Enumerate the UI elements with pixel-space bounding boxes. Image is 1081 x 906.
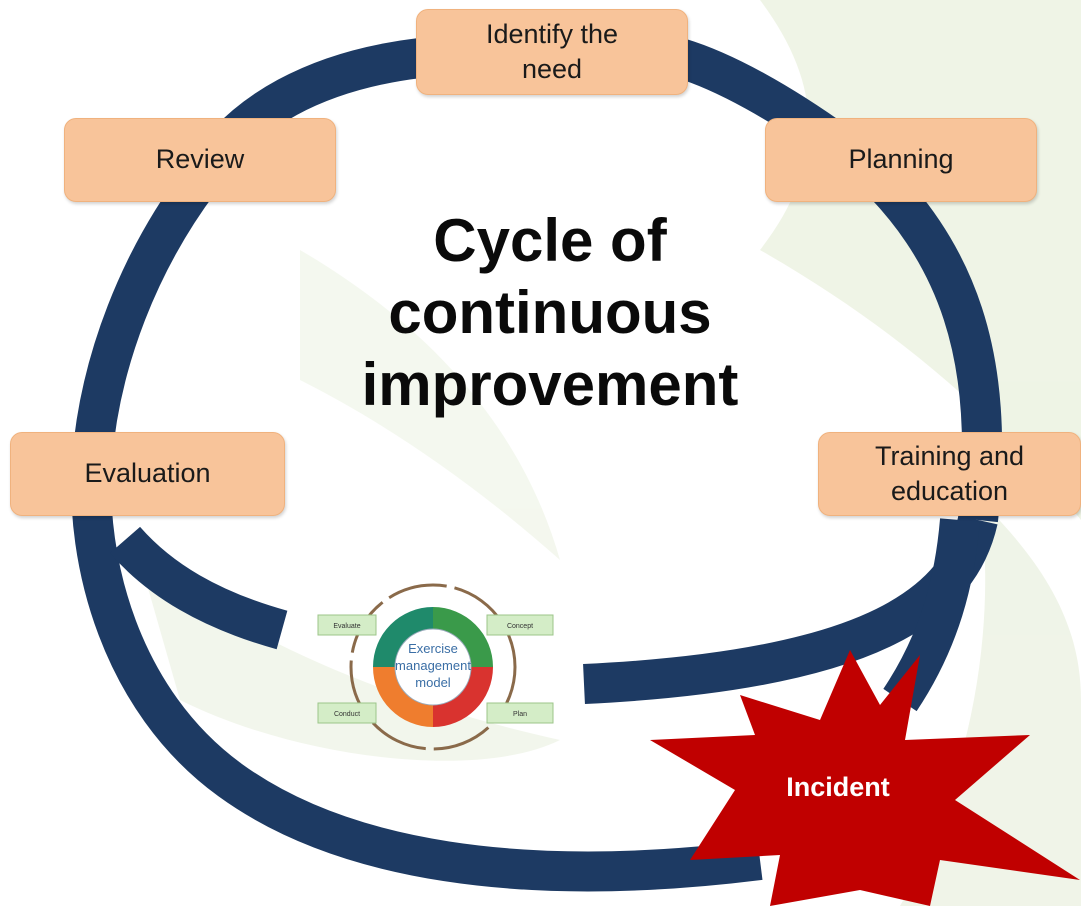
model-center-line-1: Exercise bbox=[408, 641, 458, 656]
step-review: Review bbox=[64, 118, 336, 202]
model-center-line-3: model bbox=[415, 675, 451, 690]
incident-label: Incident bbox=[786, 772, 890, 802]
step-evaluation: Evaluation bbox=[10, 432, 285, 516]
model-label-conduct: Conduct bbox=[334, 711, 360, 718]
model-label-plan: Plan bbox=[513, 711, 527, 718]
exercise-model-graphic: Exercise management model Evaluate Conce… bbox=[317, 583, 554, 751]
step-planning: Planning bbox=[765, 118, 1037, 202]
step-training-education: Training and education bbox=[818, 432, 1081, 516]
diagram-title: Cycle of continuous improvement bbox=[361, 207, 739, 418]
incident-starburst: Incident bbox=[650, 650, 1080, 906]
model-label-evaluate: Evaluate bbox=[333, 623, 360, 630]
step-identify-need: Identify the need bbox=[416, 9, 688, 95]
model-label-concept: Concept bbox=[507, 623, 533, 630]
model-center-line-2: management bbox=[395, 658, 471, 673]
